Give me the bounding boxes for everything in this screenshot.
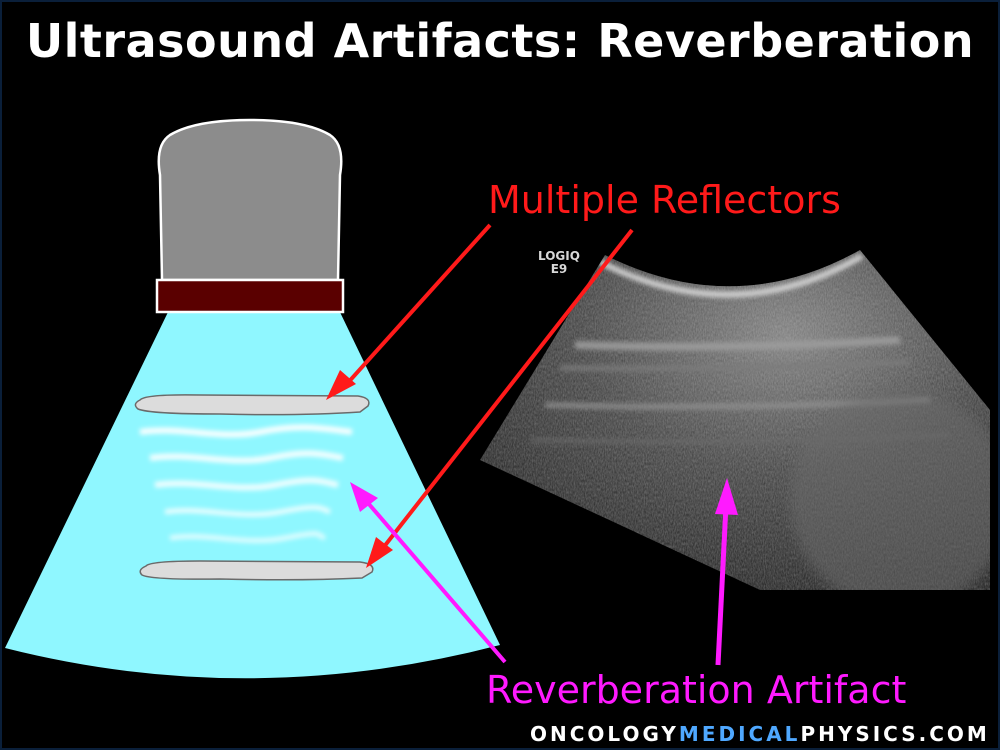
footer-part-physics: PHYSICS.COM <box>800 722 990 746</box>
footer-part-medical: MEDICAL <box>678 722 801 746</box>
arrow-reverberation-left <box>350 482 507 664</box>
arrow-multiple-reflectors-bottom <box>366 228 634 568</box>
page-title: Ultrasound Artifacts: Reverberation <box>25 14 975 68</box>
transducer-face <box>155 278 345 314</box>
ultrasound-image <box>480 250 990 590</box>
machine-label-line2: E9 <box>550 262 568 276</box>
machine-label-line1: LOGIQ <box>538 249 580 263</box>
footer-part-oncology: ONCOLOGY <box>530 722 679 746</box>
ultrasound-beam <box>5 308 500 679</box>
arrow-reverberation-ultrasound <box>715 478 738 666</box>
ultrasound-machine-label: LOGIQ E9 <box>538 250 580 276</box>
transducer-probe <box>155 118 345 314</box>
footer-website: ONCOLOGYMEDICALPHYSICS.COM <box>530 722 990 746</box>
multiple-reflectors-label: Multiple Reflectors <box>488 178 841 222</box>
reverberation-echoes <box>139 424 353 543</box>
reflector-top <box>134 394 370 416</box>
arrow-multiple-reflectors-top <box>326 223 492 400</box>
reflector-bottom <box>139 560 374 581</box>
reverberation-artifact-label: Reverberation Artifact <box>486 668 907 712</box>
